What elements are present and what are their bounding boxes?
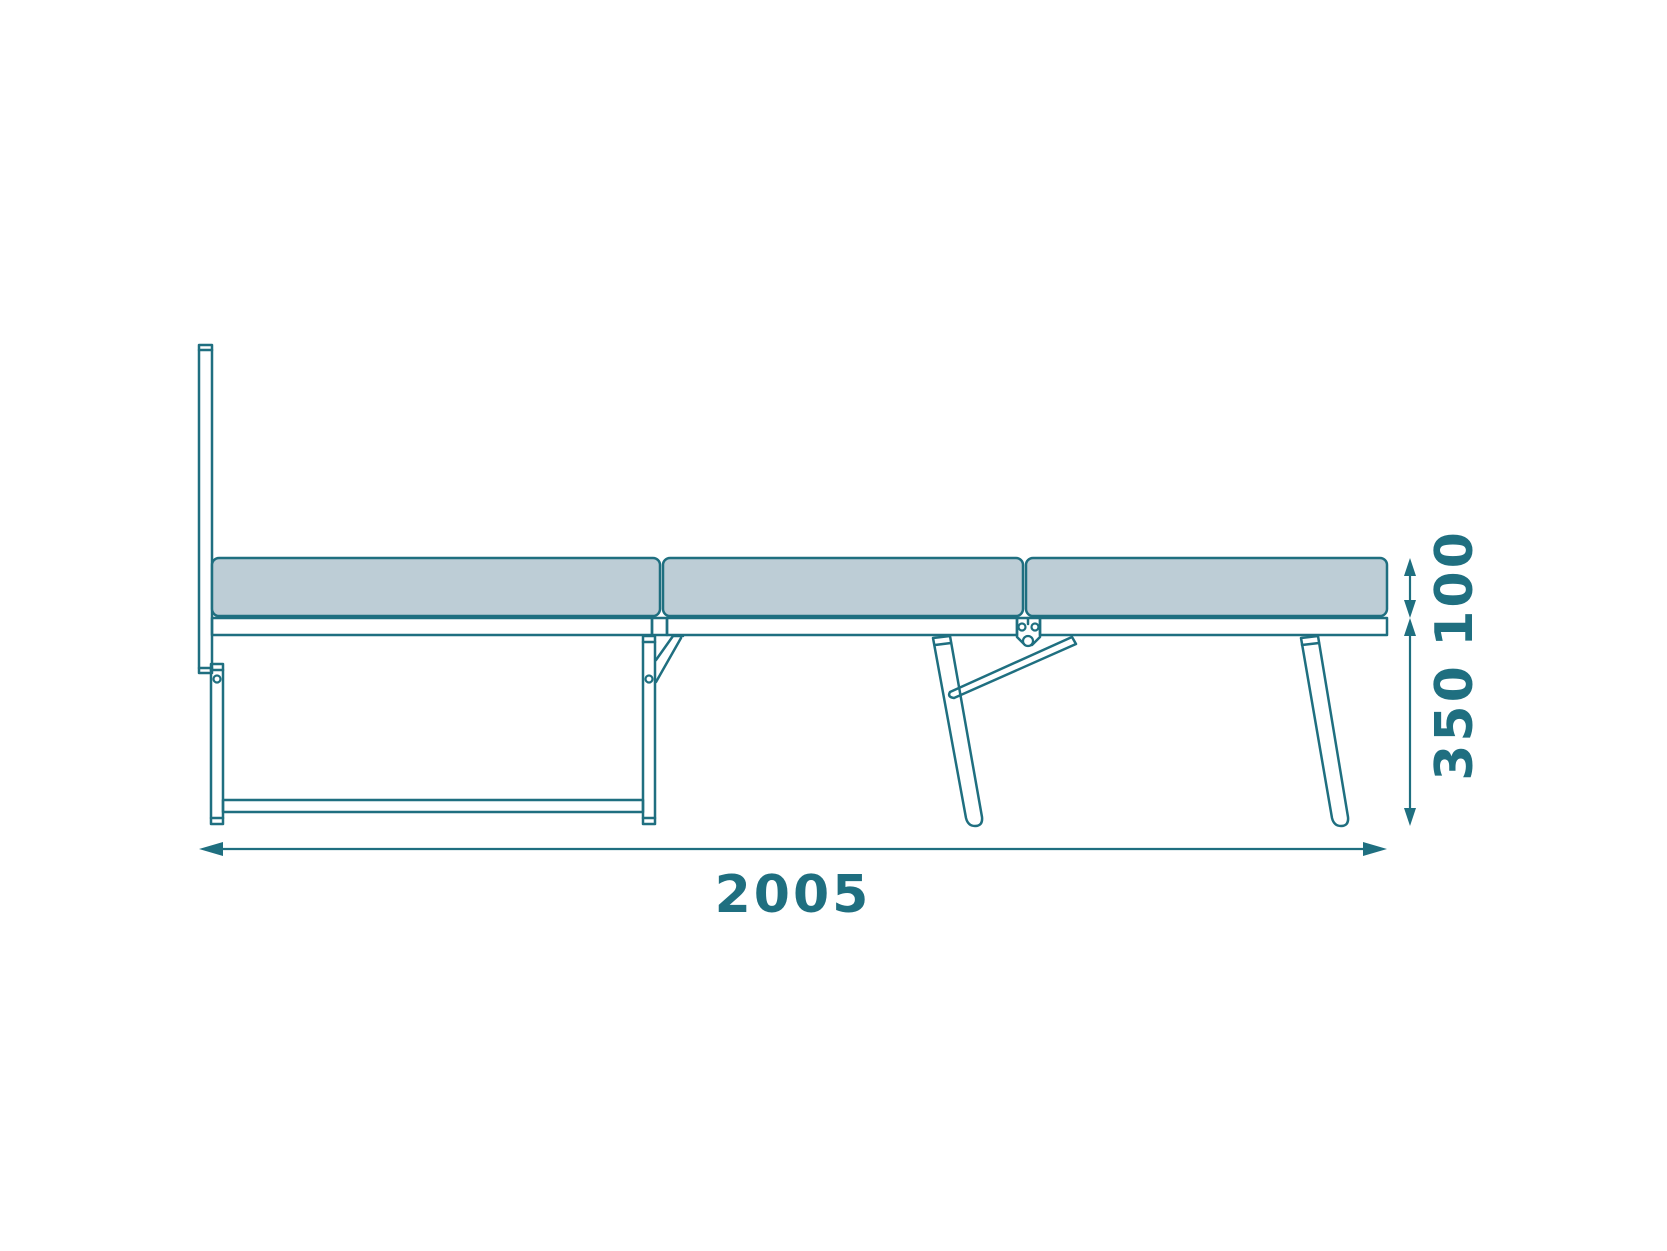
frame-rail-head	[210, 616, 654, 637]
foot-leg	[1299, 634, 1350, 828]
mattress-section-head	[210, 556, 662, 618]
hinge-brace	[654, 634, 685, 684]
head-leg-right	[641, 634, 657, 826]
head-leg-left	[209, 662, 225, 826]
leg-height-dimension: 350	[1404, 618, 1485, 826]
hinge-bracket	[1015, 616, 1042, 648]
foot-leg-body	[1299, 634, 1350, 828]
leg-height-arrow-bottom-icon	[1404, 808, 1416, 826]
mattress-section-foot	[1024, 556, 1389, 618]
mattress-section-middle	[661, 556, 1025, 618]
mattress-height-arrow-bottom-icon	[1404, 600, 1416, 618]
head-leg-frame	[209, 634, 685, 826]
middle-leg-body	[931, 634, 984, 828]
middle-leg-brace	[947, 635, 1078, 700]
frame-rail-middle	[665, 616, 1019, 637]
length-arrow-right-icon	[1363, 842, 1387, 856]
head-leg-crossbar	[221, 798, 645, 814]
mattress-height-arrow-top-icon	[1404, 558, 1416, 576]
length-arrow-left-icon	[199, 842, 223, 856]
frame-rail-foot	[1038, 616, 1389, 637]
pivot-pin-left	[212, 674, 222, 684]
mattress	[210, 556, 1389, 618]
bed-frame	[210, 616, 1389, 637]
headboard	[197, 343, 214, 675]
leg-height-arrow-top-icon	[1404, 618, 1416, 636]
pivot-pin-right	[644, 674, 654, 684]
mattress-height-dimension: 100	[1404, 529, 1485, 647]
length-dimension: 2005	[199, 842, 1387, 925]
length-dimension-label: 2005	[715, 865, 872, 925]
mattress-height-label: 100	[1425, 529, 1485, 647]
leg-height-label: 350	[1425, 663, 1485, 781]
middle-leg	[931, 616, 1078, 828]
